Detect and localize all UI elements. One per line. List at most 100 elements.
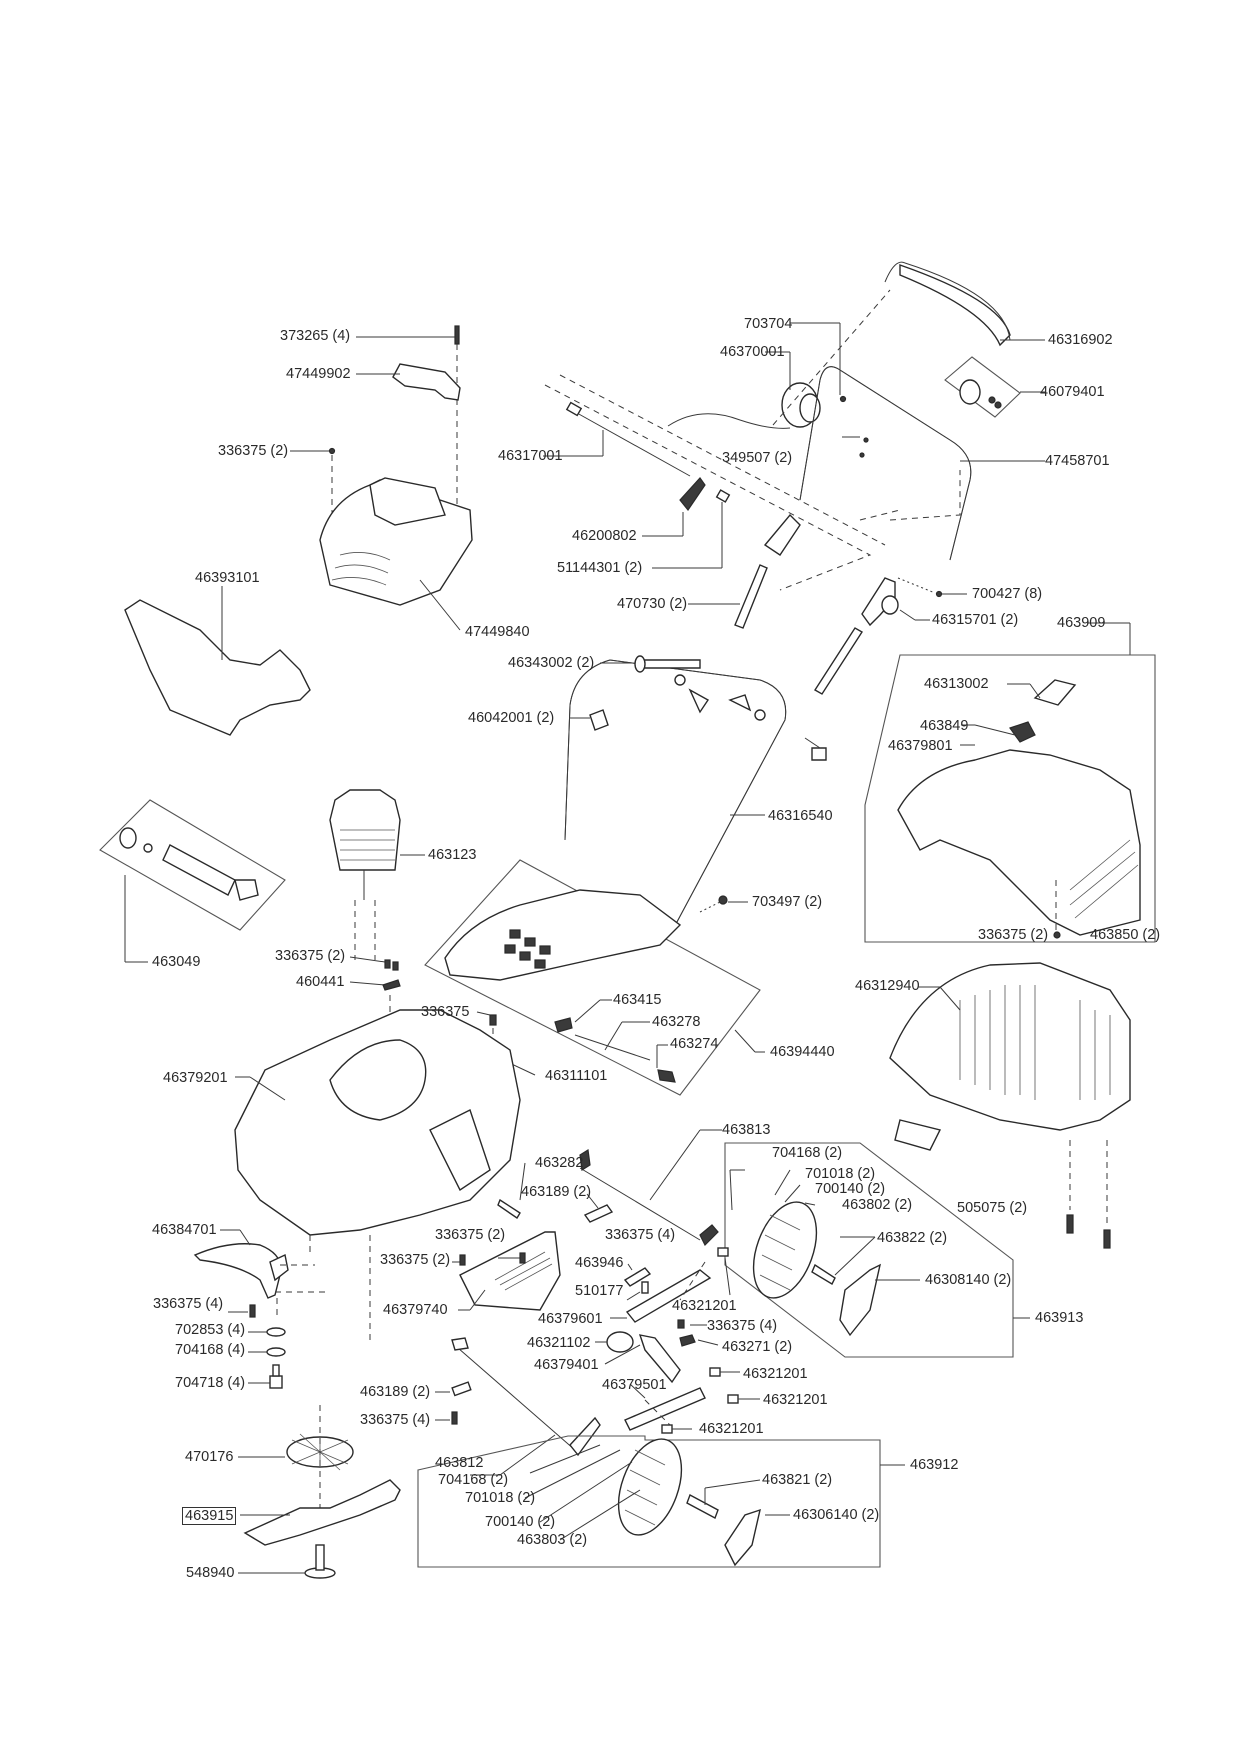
- part-label: 701018 (2): [465, 1490, 536, 1506]
- part-label: 463189 (2): [521, 1184, 592, 1200]
- part-label: 460441: [296, 974, 345, 990]
- part-label: 46379501: [602, 1377, 667, 1393]
- part-label: 46316902: [1048, 332, 1113, 348]
- part-label: 463123: [428, 847, 477, 863]
- part-label: 463049: [152, 954, 201, 970]
- fan-impeller: [238, 1405, 354, 1520]
- part-label: 336375 (4): [360, 1412, 431, 1428]
- part-label: 463912: [910, 1457, 959, 1473]
- part-label: 463850 (2): [1090, 927, 1161, 943]
- part-label: 46379801: [888, 738, 953, 754]
- carry-handle: [356, 325, 461, 520]
- mower-deck: [234, 1009, 521, 1345]
- part-label: 336375 (2): [218, 443, 289, 459]
- part-label: 704168 (4): [175, 1342, 246, 1358]
- part-label: 46200802: [572, 528, 637, 544]
- part-label-highlighted: 463915: [182, 1507, 237, 1525]
- part-label: 702853 (4): [175, 1322, 246, 1338]
- rear-axle: [497, 1129, 722, 1247]
- part-label: 46312940: [855, 978, 920, 994]
- part-label: 463282: [535, 1155, 584, 1171]
- part-label: 463802 (2): [842, 1197, 913, 1213]
- part-label: 373265 (4): [280, 328, 351, 344]
- hood-cover: [319, 477, 473, 631]
- switch-assembly: [944, 356, 1045, 418]
- part-label: 336375 (4): [605, 1227, 676, 1243]
- part-label: 704168 (2): [772, 1145, 843, 1161]
- upper-handle: [884, 261, 1045, 347]
- part-label: 46394440: [770, 1044, 835, 1060]
- part-label: 463271 (2): [722, 1339, 793, 1355]
- rear-wheel-group: [724, 1142, 1030, 1358]
- part-label: 46079401: [1040, 384, 1105, 400]
- motor: [329, 789, 425, 960]
- part-label: 463803 (2): [517, 1532, 588, 1548]
- part-label: 463415: [613, 992, 662, 1008]
- part-label: 700427 (8): [972, 586, 1043, 602]
- part-label: 349507 (2): [722, 450, 793, 466]
- cable: [543, 401, 691, 477]
- handle-lever-lower: [814, 577, 967, 695]
- part-label: 703497 (2): [752, 894, 823, 910]
- part-label: 46308140 (2): [925, 1272, 1012, 1288]
- part-label: 46370001: [720, 344, 785, 360]
- part-label: 336375 (4): [707, 1318, 778, 1334]
- part-label: 510177: [575, 1283, 624, 1299]
- part-label: 463812: [435, 1455, 484, 1471]
- cover-plate-group: [424, 859, 765, 1096]
- part-label: 46306140 (2): [793, 1507, 880, 1523]
- part-label: 46343002 (2): [508, 655, 595, 671]
- capacitor-group: [99, 799, 286, 963]
- part-label: 704168 (2): [438, 1472, 509, 1488]
- part-label: 47458701: [1045, 453, 1110, 469]
- part-label: 463813: [722, 1122, 771, 1138]
- mulch-plate: [452, 1231, 561, 1311]
- part-label: 46321201: [672, 1298, 737, 1314]
- blade-bolt: [238, 1544, 336, 1579]
- part-label: 463189 (2): [360, 1384, 431, 1400]
- part-label: 46317001: [498, 448, 563, 464]
- motor-screws: [349, 956, 401, 1060]
- part-label: 336375 (2): [435, 1227, 506, 1243]
- part-label: 463909: [1057, 615, 1106, 631]
- lower-handle: [564, 659, 787, 936]
- part-label: 46316540: [768, 808, 833, 824]
- grass-box: [889, 962, 1131, 1249]
- switch-box: [667, 289, 891, 429]
- cable-clip: [642, 477, 731, 569]
- part-label: 463913: [1035, 1310, 1084, 1326]
- part-label: 46321201: [763, 1392, 828, 1408]
- part-label: 46321201: [699, 1421, 764, 1437]
- part-label: 46311101: [545, 1068, 608, 1084]
- part-label: 46379201: [163, 1070, 228, 1086]
- part-label: 46379740: [383, 1302, 448, 1318]
- part-label: 46384701: [152, 1222, 217, 1238]
- part-label: 46393101: [195, 570, 260, 586]
- part-label: 463822 (2): [877, 1230, 948, 1246]
- height-adjust-parts: [595, 1247, 760, 1434]
- part-label: 46042001 (2): [468, 710, 555, 726]
- part-label: 46379401: [534, 1357, 599, 1373]
- part-label: 704718 (4): [175, 1375, 246, 1391]
- part-label: 470176: [185, 1449, 234, 1465]
- part-label: 336375: [421, 1004, 470, 1020]
- screw-703497: [699, 895, 748, 913]
- part-label: 463946: [575, 1255, 624, 1271]
- deflector-flap: [124, 586, 311, 736]
- part-label: 47449902: [286, 366, 351, 382]
- grass-box-cover-group: [864, 622, 1156, 943]
- part-label: 47449840: [465, 624, 530, 640]
- blade-hardware: [228, 1298, 286, 1389]
- part-label: 463274: [670, 1036, 719, 1052]
- part-label: 46315701 (2): [932, 612, 1019, 628]
- part-label: 700140 (2): [815, 1181, 886, 1197]
- handle-dashed-outline: [544, 374, 961, 591]
- part-label: 548940: [186, 1565, 235, 1581]
- part-label: 51144301 (2): [557, 560, 643, 576]
- part-label: 700140 (2): [485, 1514, 556, 1530]
- part-label: 336375 (4): [153, 1296, 224, 1312]
- part-label: 46313002: [924, 676, 989, 692]
- front-wheel-group: [417, 1435, 905, 1568]
- part-label: 703704: [744, 316, 793, 332]
- handle-lever-upper: [688, 513, 801, 629]
